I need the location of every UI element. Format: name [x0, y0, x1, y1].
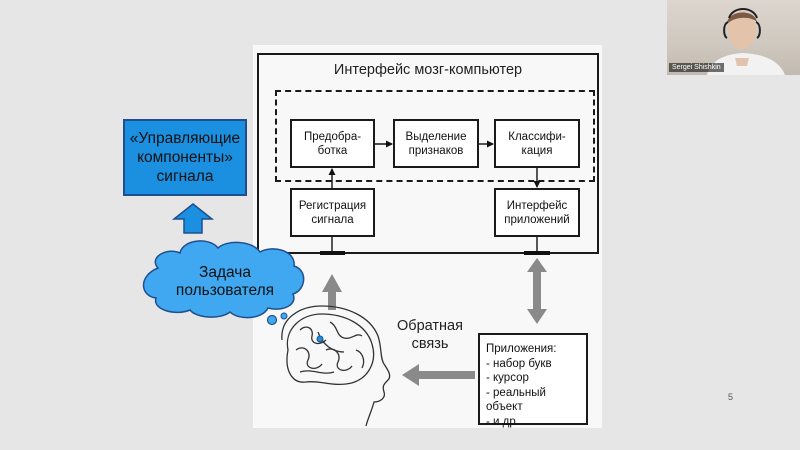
list-item: - набор букв — [486, 357, 552, 370]
control-up-arrow — [171, 203, 215, 234]
output-port — [524, 251, 550, 255]
participant-name: Sergei Shishkin — [669, 63, 724, 72]
applications-title: Приложения: — [486, 343, 557, 355]
list-item: - и др. — [486, 415, 519, 428]
user-task-cloud — [142, 240, 305, 326]
participant-video-tile[interactable]: Sergei Shishkin — [667, 0, 800, 75]
page-number: 5 — [728, 392, 734, 402]
arrow-brain-to-bci — [322, 274, 342, 310]
participant-avatar — [707, 8, 785, 75]
arrow-bci-applications — [527, 258, 547, 324]
user-task-text: Задача пользователя — [175, 264, 275, 299]
app-interface-box: Интерфейс приложений — [494, 188, 580, 237]
control-components-box: «Управляющие компоненты» сигнала — [123, 119, 247, 196]
input-port — [320, 251, 345, 255]
list-item: - курсор — [486, 372, 529, 384]
head-brain-illustration — [281, 305, 391, 427]
electrode-dot — [316, 335, 324, 343]
processing-group-dashed — [275, 90, 595, 182]
signal-registration-box: Регистрация сигнала — [290, 188, 375, 237]
feature-extraction-box: Выделение признаков — [393, 119, 479, 168]
feedback-label: Обратная связь — [397, 318, 463, 352]
bci-title: Интерфейс мозг-компьютер — [333, 62, 523, 78]
classification-box: Классифи- кация — [494, 119, 580, 168]
applications-box: Приложения: - набор букв - курсор - реал… — [478, 333, 588, 428]
applications-list: - набор букв - курсор - реальный объект … — [486, 357, 580, 430]
arrow-feedback-to-brain — [402, 364, 475, 386]
list-item: - реальный объект — [486, 386, 546, 414]
bci-outer-box — [257, 53, 599, 254]
preprocessing-box: Предобра- ботка — [290, 119, 375, 168]
